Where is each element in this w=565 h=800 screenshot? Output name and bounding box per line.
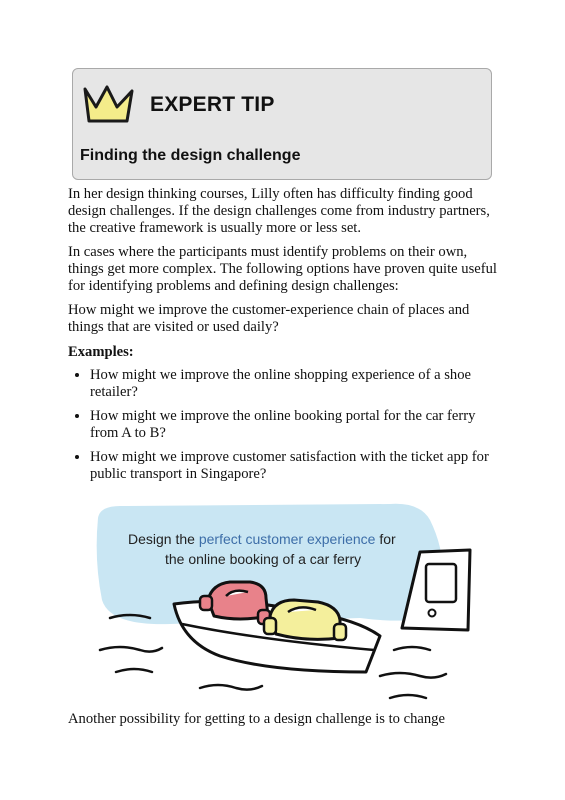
list-item: How might we improve the online shopping… — [90, 367, 500, 401]
caption-highlight: perfect customer experience — [199, 531, 376, 547]
expert-tip-box: EXPERT TIP Finding the design challenge — [72, 68, 492, 180]
caption-line2: the online booking of a car ferry — [165, 551, 361, 567]
tip-title: EXPERT TIP — [150, 93, 275, 116]
list-item: How might we improve the online booking … — [90, 408, 500, 442]
body-text: In her design thinking courses, Lilly of… — [68, 186, 500, 490]
ferry-illustration: Design the perfect customer experience f… — [96, 503, 472, 700]
car-icon — [198, 580, 272, 626]
list-item: How might we improve customer satisfacti… — [90, 449, 500, 483]
examples-list: How might we improve the online shopping… — [68, 367, 500, 483]
caption-prefix: Design the — [128, 531, 199, 547]
closing-paragraph: Another possibility for getting to a des… — [68, 711, 445, 727]
paragraph: How might we improve the customer-experi… — [68, 302, 470, 335]
paragraph: In cases where the participants must ide… — [68, 244, 497, 294]
svg-text:Design the perfect customer ex: Design the perfect customer experience f… — [128, 531, 396, 547]
smartphone-icon — [400, 548, 472, 632]
crown-icon — [83, 85, 134, 123]
examples-heading: Examples: — [68, 344, 134, 360]
caption-suffix: for — [375, 531, 396, 547]
tip-subtitle: Finding the design challenge — [80, 147, 301, 164]
car-icon — [262, 598, 348, 642]
paragraph: In her design thinking courses, Lilly of… — [68, 186, 490, 236]
water-waves — [98, 613, 448, 700]
